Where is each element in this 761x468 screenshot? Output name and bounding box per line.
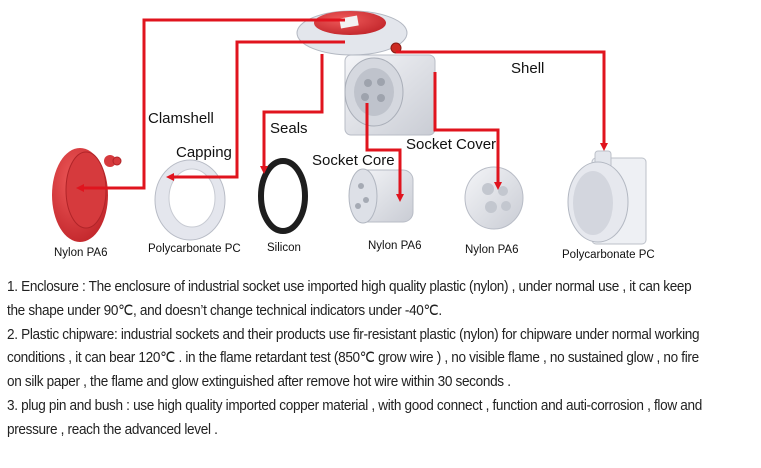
label-shell: Shell	[511, 60, 545, 77]
description-item-plastic-chipware: 2. Plastic chipware: industrial sockets …	[7, 326, 700, 391]
material-clamshell: Nylon PA6	[54, 247, 108, 259]
arrows	[76, 18, 608, 202]
socket-cover-part	[464, 166, 524, 230]
socket-core-part	[348, 168, 414, 224]
material-socket-core: Nylon PA6	[368, 240, 422, 252]
description-text: 1. Enclosure : The enclosure of industri…	[7, 276, 705, 443]
shell-part	[567, 150, 647, 245]
label-seals: Seals	[270, 120, 308, 137]
material-capping: Polycarbonate PC	[148, 243, 241, 255]
label-socket-core: Socket Core	[312, 152, 395, 169]
material-shell: Polycarbonate PC	[562, 249, 655, 261]
material-seals: Silicon	[267, 242, 301, 254]
label-clamshell: Clamshell	[148, 110, 214, 127]
seal-part	[258, 158, 308, 234]
material-socket-cover: Nylon PA6	[465, 244, 519, 256]
label-socket-cover: Socket Cover	[406, 136, 497, 153]
clamshell-part	[52, 148, 122, 242]
socket-exploded-diagram: Clamshell Capping Seals Socket Core Sock…	[52, 10, 655, 261]
capping-part	[154, 159, 226, 241]
diagram-graphics	[52, 10, 647, 245]
label-capping: Capping	[176, 144, 232, 161]
description-item-plug-pin: 3. plug pin and bush : use high quality …	[7, 397, 702, 438]
description-item-enclosure: 1. Enclosure : The enclosure of industri…	[7, 279, 692, 319]
